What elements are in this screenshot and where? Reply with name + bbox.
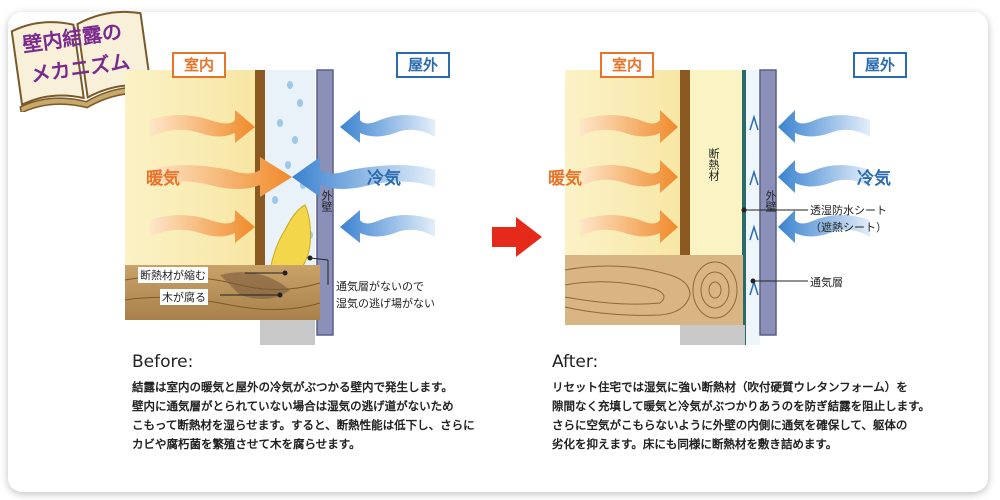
after-indoor-label: 室内 [600, 52, 655, 78]
after-diagram [564, 69, 870, 345]
before-warm-air-label: 暖気 [146, 169, 180, 189]
before-cold-arrow-3 [340, 210, 435, 243]
after-cold-arrow-3 [778, 210, 870, 243]
before-callout-no-vent-1: 通気層がないので [336, 280, 424, 293]
after-callout-vent: 通気層 [810, 276, 843, 289]
before-foundation [260, 320, 315, 345]
after-heading: After: [552, 352, 599, 372]
after-text-line: リセット住宅では湿気に強い断熱材（吹付硬質ウレタンフォーム）を [552, 380, 908, 394]
before-text-line: カビや腐朽菌を繁殖させて木を腐らせます。 [132, 437, 361, 451]
after-callout-sheet-1: 透湿防水シート [810, 204, 887, 217]
before-text-line: 壁内に通気層がとられていない場合は湿気の逃げ道がないため [132, 399, 454, 413]
before-shrunk-insulation [269, 204, 311, 271]
book-badge [10, 10, 155, 112]
after-outer-wall-label: 外壁 [764, 190, 777, 212]
after-insulation [690, 70, 742, 255]
before-callout-rot: 木が腐る [160, 289, 208, 305]
after-warm-arrow-2 [580, 160, 678, 193]
after-warm-arrow-3 [580, 210, 678, 243]
before-description: 結露は室内の暖気と屋外の冷気がぶつかる壁内で発生します。 壁内に通気層がとられて… [132, 378, 475, 454]
before-indoor-label: 室内 [172, 52, 227, 78]
after-warm-air-label: 暖気 [548, 169, 582, 189]
before-after-arrow [492, 217, 542, 257]
after-cold-air-label: 冷気 [857, 169, 891, 189]
after-description: リセット住宅では湿気に強い断熱材（吹付硬質ウレタンフォーム）を 隙間なく充填して… [552, 378, 930, 454]
before-heading: Before: [132, 352, 194, 372]
before-warm-arrow-2 [150, 157, 292, 197]
before-outer-wall-label: 外壁 [320, 190, 333, 212]
after-outer-wall [759, 69, 777, 336]
before-diagram [124, 69, 435, 345]
after-insulation-label: 断熱材 [707, 148, 720, 181]
before-callout-shrink: 断熱材が縮む [138, 267, 208, 283]
after-text-line: 劣化を抑えます。床にも同様に断熱材を敷き詰めます。 [552, 437, 838, 451]
before-text-line: こもって断熱材を湿らせます。すると、断熱性能は低下し、さらに [132, 418, 475, 432]
after-cold-arrow-1 [778, 110, 870, 143]
after-callout-sheet-2: （遮熱シート） [810, 221, 887, 234]
before-cold-arrow-1 [340, 110, 435, 143]
after-outdoor-label: 屋外 [853, 52, 908, 78]
before-warm-arrow-1 [150, 110, 255, 143]
before-cold-air-label: 冷気 [367, 169, 401, 189]
before-callout-no-vent-2: 湿気の逃げ場がない [336, 297, 435, 310]
after-vent-layer [746, 70, 760, 345]
after-text-line: さらに空気がこもらないように外壁の内側に通気を確保して、躯体の [552, 418, 908, 432]
before-outer-wall [316, 69, 334, 336]
after-foundation [680, 325, 745, 345]
before-warm-arrow-3 [150, 210, 255, 243]
after-floor [565, 255, 743, 325]
after-warm-arrow-1 [580, 110, 678, 143]
after-inner-stud [680, 70, 690, 255]
before-water-drops [272, 81, 313, 239]
before-cold-arrow-2 [292, 157, 435, 197]
after-text-line: 隙間なく充填して暖気と冷気がぶつかりあうのを防ぎ結露を阻止します。 [552, 399, 931, 413]
before-outdoor-label: 屋外 [396, 52, 451, 78]
before-text-line: 結露は室内の暖気と屋外の冷気がぶつかる壁内で発生します。 [132, 380, 453, 394]
after-cold-arrow-2 [778, 160, 870, 193]
